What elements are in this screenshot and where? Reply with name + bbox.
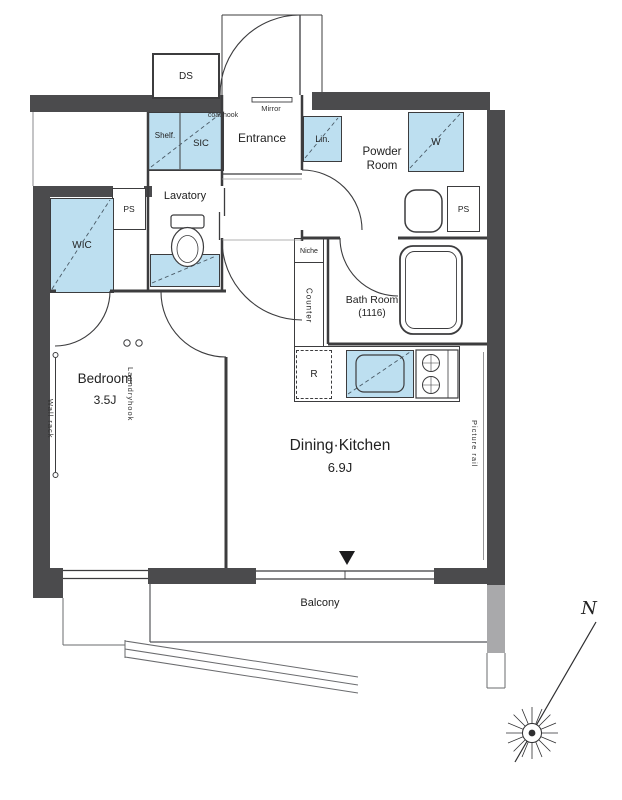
stairs-lines <box>62 598 506 694</box>
walk-in-closet: WIC <box>50 198 114 293</box>
compass-north-label: N <box>581 598 597 619</box>
balcony-entry-triangle <box>339 551 355 565</box>
niche-box: Niche <box>294 238 324 264</box>
ps-left-label: PS <box>123 204 135 214</box>
counter-label: Counter <box>304 288 314 324</box>
mirror-label: Mirror <box>261 104 281 113</box>
dk-size-label: 6.9J <box>327 460 353 475</box>
kitchen-sink-cabinet <box>346 350 414 398</box>
coat-hook-label: coat hook <box>207 112 239 119</box>
entrance-label: Entrance <box>237 131 287 145</box>
balcony-label: Balcony <box>300 597 340 609</box>
ds-label: DS <box>179 70 193 82</box>
ps-right-label: PS <box>457 204 470 214</box>
compass-rose <box>506 621 597 763</box>
wall-bottom-a <box>148 568 256 584</box>
bath-room-label: Bath Room <box>345 294 399 306</box>
bathtub-icon <box>399 245 463 335</box>
w-label: W <box>431 136 441 148</box>
bedroom-size-label: 3.5J <box>93 393 117 407</box>
wall-bottom-b <box>434 568 490 584</box>
wall-top-left <box>30 95 222 112</box>
wall-wic-top <box>33 186 113 197</box>
sic-label: SIC <box>193 138 209 149</box>
pipe-space-right: PS <box>447 186 480 232</box>
door-arc-bedroom <box>160 291 227 358</box>
wic-label: WIC <box>72 240 92 251</box>
wall-right-lower <box>487 585 505 653</box>
fridge-space: R <box>296 350 332 399</box>
door-arc-entrance <box>219 14 301 96</box>
lavatory-label: Lavatory <box>163 190 207 202</box>
laundry-hooks-icon <box>123 339 143 347</box>
counter-box: Counter <box>294 262 324 350</box>
balcony-lines <box>149 584 487 643</box>
pipe-space-left: PS <box>112 188 146 230</box>
niche-label: Niche <box>300 247 318 255</box>
vanity-sink-icon <box>404 189 443 233</box>
bath-size-label: (1116) <box>358 308 386 319</box>
powder-room-label-2: Room <box>366 160 398 172</box>
wall-rack-label: Wall rack <box>46 399 55 439</box>
laundry-hook-label: Laundryhook <box>126 366 135 422</box>
door-arc-hall <box>221 239 303 321</box>
bedroom-label: Bedroom <box>77 371 133 386</box>
picture-rail-label: Picture rail <box>470 420 479 468</box>
dining-kitchen-label: Dining·Kitchen <box>289 437 391 454</box>
wall-bottom-left-block <box>33 568 63 598</box>
duct-space-box: DS <box>152 53 220 99</box>
door-arc-wic <box>54 290 111 347</box>
wall-top-right <box>312 92 490 110</box>
mirror-icon <box>251 97 293 103</box>
wall-right <box>487 110 505 585</box>
lavatory-counter <box>150 254 220 287</box>
lin-label: Lin. <box>315 134 330 144</box>
door-arc-powder-room <box>301 169 363 231</box>
wall-left <box>33 186 50 568</box>
linen-closet: Lin. <box>303 116 342 162</box>
fridge-label: R <box>310 369 318 380</box>
door-arc-bath <box>339 237 399 297</box>
powder-room-label-1: Powder <box>362 146 402 158</box>
shelf-label: Shelf. <box>154 131 176 140</box>
